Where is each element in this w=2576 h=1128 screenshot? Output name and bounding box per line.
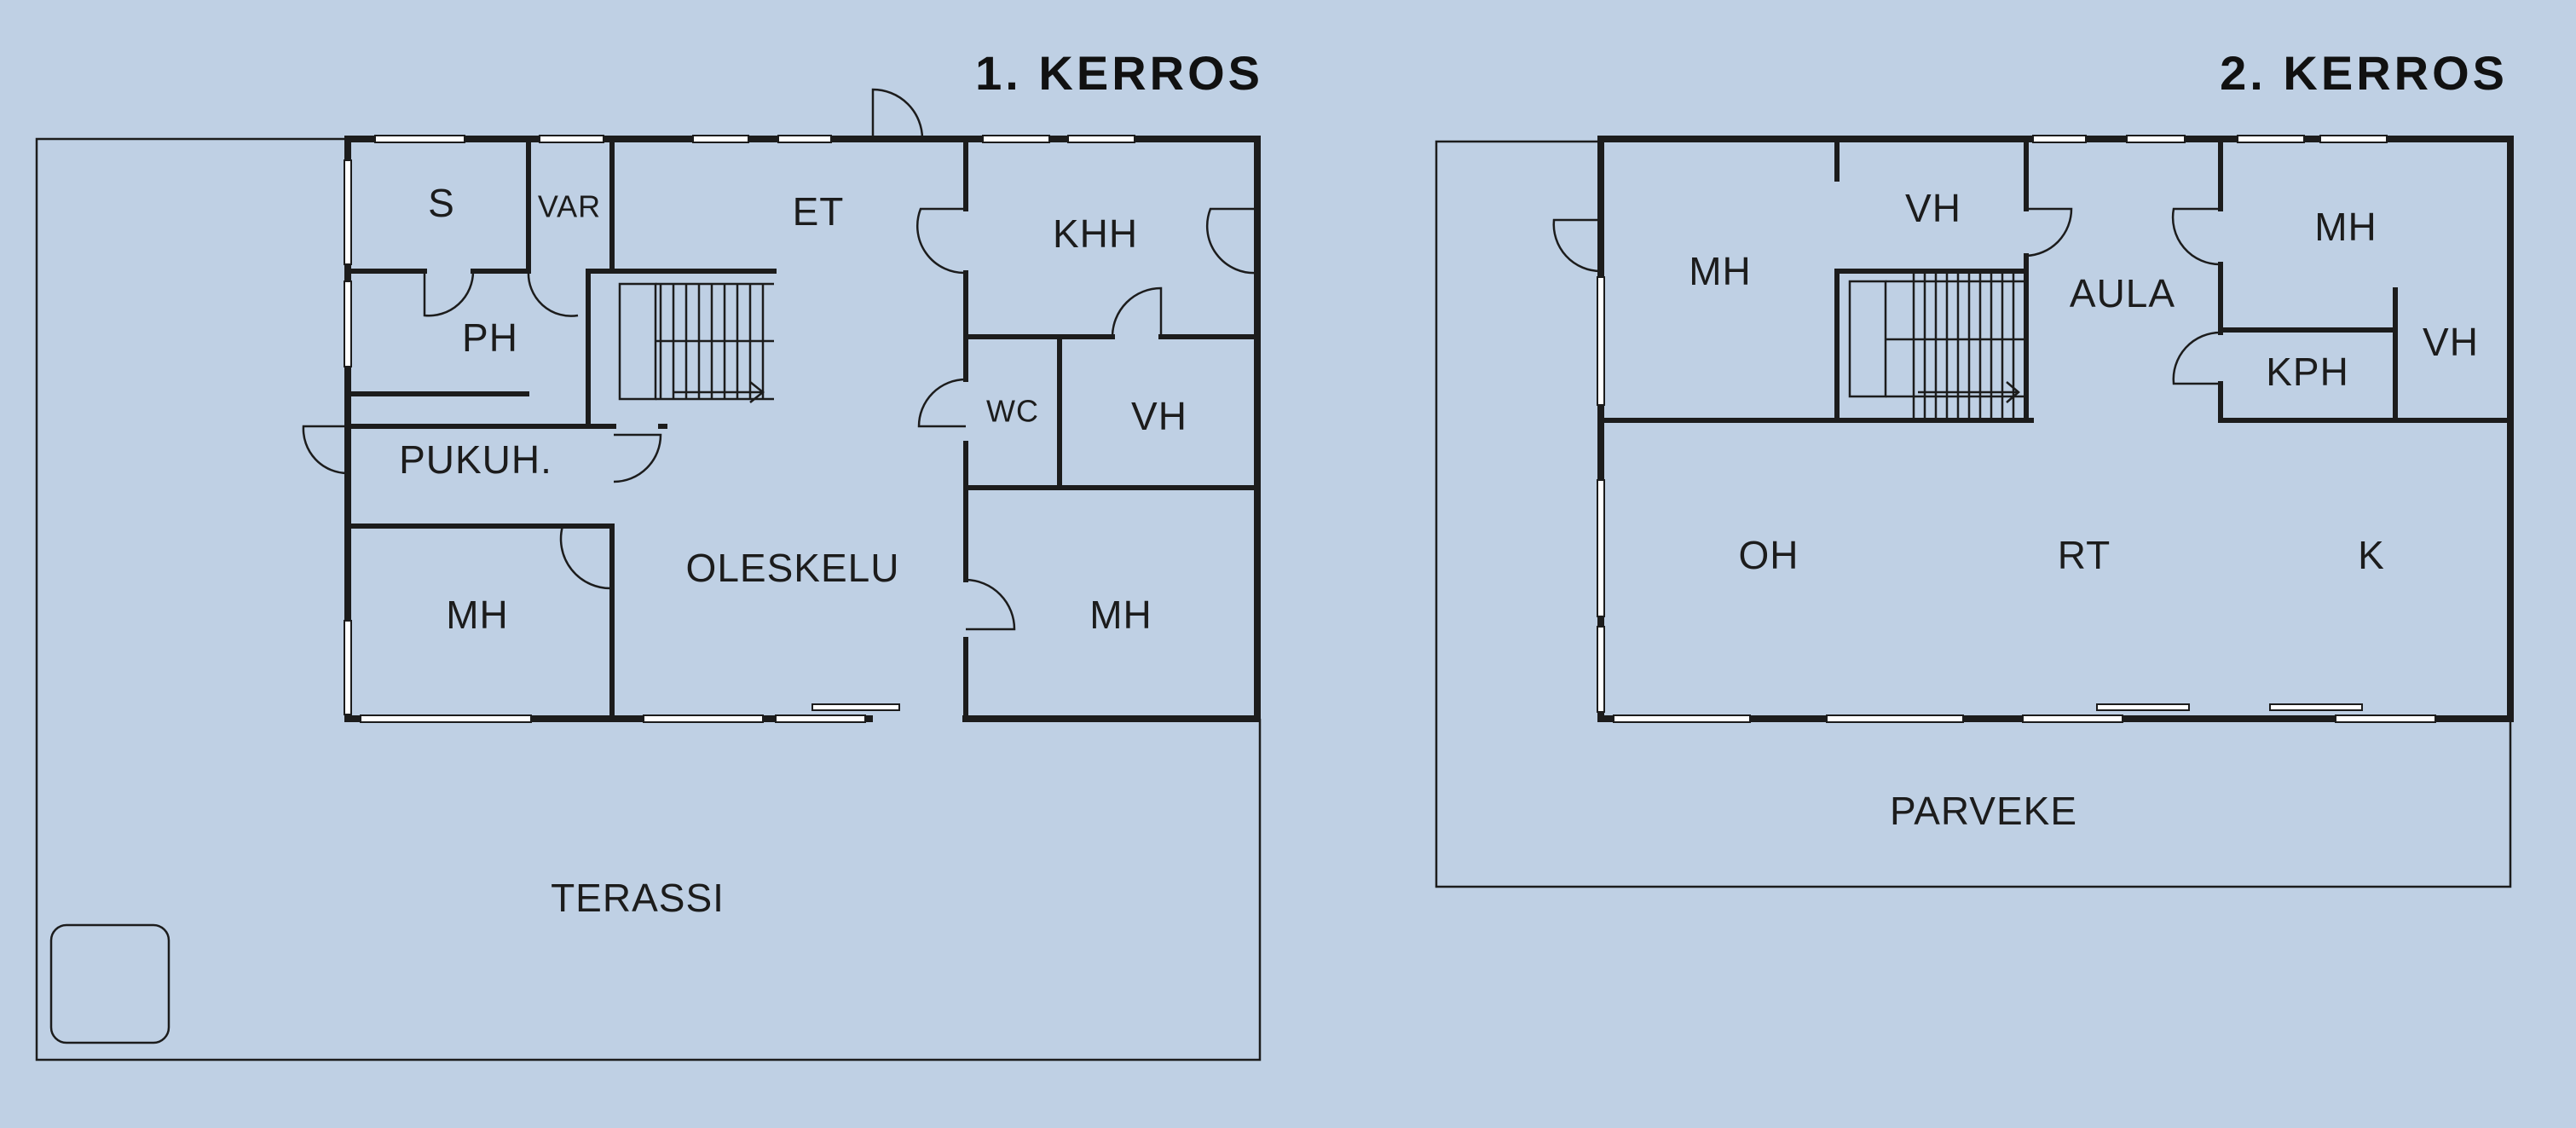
hot-tub-shape [49,923,170,1044]
room-label-kph: KPH [2266,350,2349,394]
room-label-ph: PH [462,315,518,360]
room-label-vh-top: VH [1905,186,1961,230]
floor-2-title: 2. KERROS [2220,46,2508,100]
room-label-oleskelu: OLESKELU [686,546,900,590]
room-label-s: S [428,181,455,225]
room-label-vh-right: VH [2423,320,2479,364]
room-label-mh-right: MH [1089,593,1152,637]
floor-2-interior-walls [1598,136,2513,423]
room-label-wc: WC [986,394,1039,429]
room-label-mh-left: MH [446,593,509,637]
floor-1-staircase [618,282,774,403]
room-label-vh: VH [1131,394,1187,438]
room-label-oh: OH [1739,533,1799,577]
floor-1-title: 1. KERROS [975,46,1263,100]
room-label-parveke: PARVEKE [1890,789,2077,833]
room-label-pukuh: PUKUH. [399,437,552,482]
room-label-terassi: TERASSI [551,876,725,920]
room-label-rt: RT [2058,533,2111,577]
floor-2-plan: 2. KERROS MH VH AULA MH KPH VH OH RT K P… [1435,46,2514,888]
room-label-mh-right: MH [2314,205,2377,249]
floor-2-staircase [1848,269,2029,423]
room-label-k: K [2358,533,2385,577]
balcony-outline [1435,140,2512,888]
room-label-et: ET [793,189,845,234]
room-label-var: VAR [538,189,601,224]
room-label-mh-left: MH [1689,249,1752,293]
floor-1-plan: 1. KERROS S VAR ET KHH PH WC VH PUKUH. O… [35,46,1263,1061]
terrace-outline [35,137,1262,1061]
floor-1-windows [344,135,1135,723]
floor-1-doors [302,88,1258,631]
floor-2-windows [1597,135,2436,723]
room-label-khh: KHH [1053,211,1138,256]
room-label-aula: AULA [2070,271,2175,315]
floor-2-doors [1552,207,2221,385]
